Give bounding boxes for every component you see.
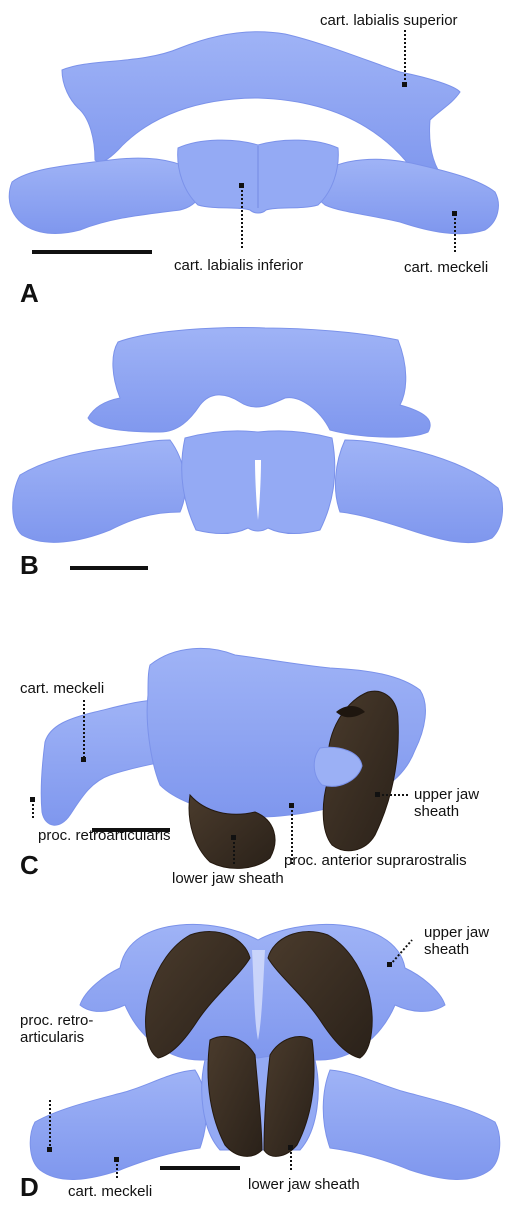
- cartilago-meckeli-left-d: [30, 1070, 206, 1179]
- cartilago-meckeli-left-b: [13, 440, 185, 542]
- label-cart-labialis-superior: cart. labialis superior: [320, 12, 458, 29]
- cartilago-meckeli-right: [314, 159, 498, 233]
- cartilago-labialis-superior-b: [88, 328, 430, 438]
- label-proc-retroarticularis-c: proc. retroarticularis: [38, 827, 171, 844]
- panel-letter-c: C: [20, 850, 39, 881]
- label-upper-jaw-sheath-c: upper jaw sheath: [414, 786, 479, 820]
- label-lower-jaw-sheath-d: lower jaw sheath: [248, 1176, 360, 1193]
- cartilago-meckeli-right-d: [323, 1070, 500, 1179]
- panel-letter-a: A: [20, 278, 39, 309]
- panel-d-specimen: [30, 924, 499, 1179]
- label-lower-jaw-sheath-c: lower jaw sheath: [172, 870, 284, 887]
- panel-letter-d: D: [20, 1172, 39, 1203]
- label-cart-labialis-inferior: cart. labialis inferior: [174, 257, 303, 274]
- cartilago-meckeli-right-b: [335, 440, 502, 543]
- label-proc-anterior-suprarostralis-c: proc. anterior suprarostralis: [284, 852, 467, 869]
- panel-a-specimen: [9, 32, 498, 234]
- label-upper-jaw-sheath-d: upper jaw sheath: [424, 924, 489, 958]
- label-proc-retroarticularis-d: proc. retro- articularis: [20, 1012, 93, 1046]
- label-cart-meckeli-d: cart. meckeli: [68, 1183, 152, 1200]
- label-cart-meckeli-c: cart. meckeli: [20, 680, 104, 697]
- label-cart-meckeli-a: cart. meckeli: [404, 259, 488, 276]
- panel-b-specimen: [13, 328, 503, 543]
- panel-letter-b: B: [20, 550, 39, 581]
- cartilago-meckeli-left: [9, 158, 202, 233]
